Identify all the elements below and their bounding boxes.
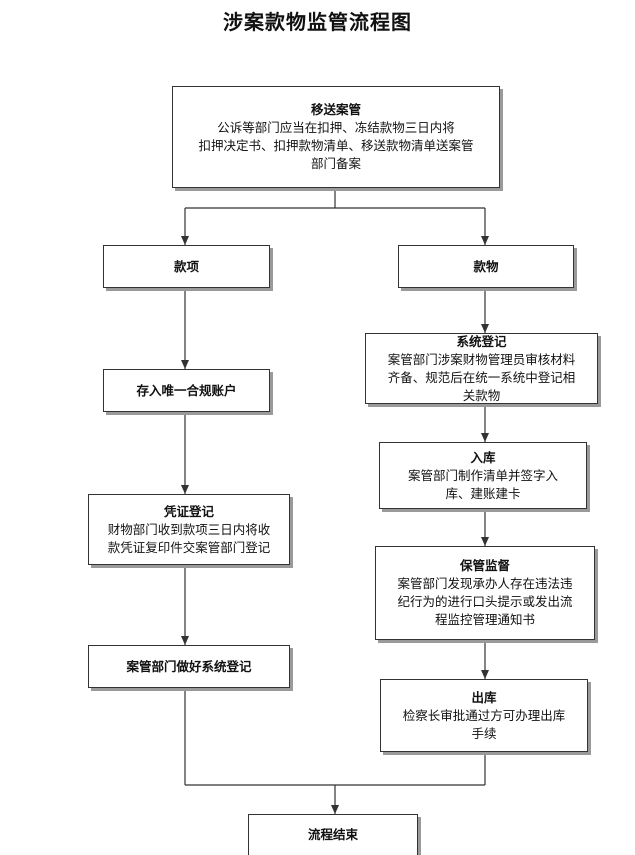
node-voucher-line-1: 财物部门收到款项三日内将收	[107, 521, 271, 537]
node-storage-out: 出库 检察长审批通过方可办理出库 手续	[380, 679, 588, 752]
node-transfer-line-2: 扣押决定书、扣押款物清单、移送款物清单送案管	[198, 138, 474, 153]
node-funds: 款项	[103, 245, 270, 288]
node-funds-head: 款项	[173, 258, 199, 274]
node-custody-line-1: 案管部门发现承办人存在违法违	[397, 576, 573, 591]
node-storage-out-line-1: 检察长审批通过方可办理出库	[402, 707, 566, 723]
node-storage-out-line-2: 手续	[471, 725, 497, 741]
node-storage-in: 入库 案管部门制作清单并签字入 库、建账建卡	[379, 442, 587, 509]
node-end: 流程结束	[248, 814, 418, 855]
node-custody-line-3: 程监控管理通知书	[434, 612, 535, 627]
node-deposit-head: 存入唯一合规账户	[136, 382, 237, 398]
node-end-head: 流程结束	[307, 827, 358, 842]
node-goods-head: 款物	[473, 258, 499, 274]
node-system-register-line-2: 齐备、规范后在统一系统中登记相	[387, 369, 576, 385]
node-transfer: 移送案管 公诉等部门应当在扣押、冻结款物三日内将 扣押决定书、扣押款物清单、移送…	[172, 86, 500, 188]
node-custody-head: 保管监督	[459, 558, 510, 573]
node-transfer-line-3: 部门备案	[310, 156, 361, 171]
node-storage-out-head: 出库	[471, 689, 497, 705]
node-voucher: 凭证登记 财物部门收到款项三日内将收 款凭证复印件交案管部门登记	[88, 494, 290, 565]
node-system-register-head: 系统登记	[456, 333, 507, 349]
node-system-register: 系统登记 案管部门涉案财物管理员审核材料 齐备、规范后在统一系统中登记相 关款物	[365, 333, 598, 404]
node-case-mgmt-register-head: 案管部门做好系统登记	[126, 658, 252, 674]
node-transfer-head: 移送案管	[310, 102, 361, 117]
node-transfer-line-1: 公诉等部门应当在扣押、冻结款物三日内将	[217, 120, 455, 135]
node-storage-in-line-2: 库、建账建卡	[445, 485, 521, 501]
node-case-mgmt-register: 案管部门做好系统登记	[88, 645, 290, 688]
node-system-register-line-3: 关款物	[462, 387, 501, 403]
node-storage-in-head: 入库	[470, 449, 496, 465]
node-voucher-head: 凭证登记	[163, 503, 214, 519]
node-voucher-line-2: 款凭证复印件交案管部门登记	[107, 539, 271, 555]
node-custody: 保管监督 案管部门发现承办人存在违法违 纪行为的进行口头提示或发出流 程监控管理…	[375, 546, 595, 640]
diagram-title: 涉案款物监管流程图	[223, 10, 412, 34]
node-deposit: 存入唯一合规账户	[103, 369, 270, 412]
node-storage-in-line-1: 案管部门制作清单并签字入	[407, 467, 558, 483]
node-system-register-line-1: 案管部门涉案财物管理员审核材料	[387, 351, 576, 367]
node-goods: 款物	[398, 245, 574, 288]
node-custody-line-2: 纪行为的进行口头提示或发出流	[397, 594, 573, 609]
